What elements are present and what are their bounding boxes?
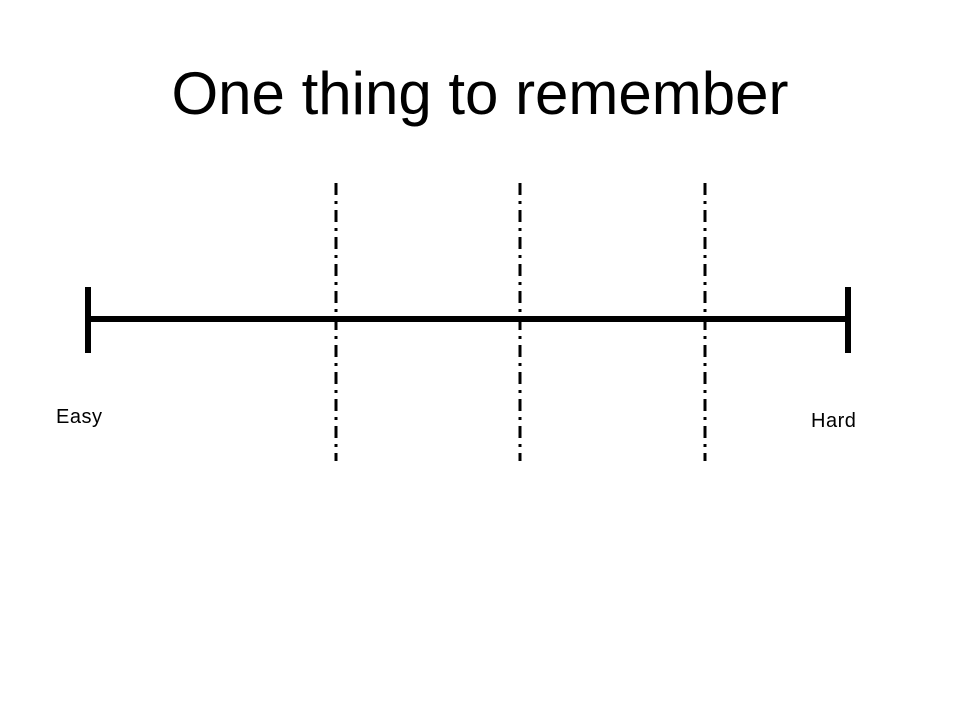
slide-title: One thing to remember xyxy=(171,60,789,127)
hard-label: Hard xyxy=(811,410,857,432)
easy-label: Easy xyxy=(56,406,103,428)
